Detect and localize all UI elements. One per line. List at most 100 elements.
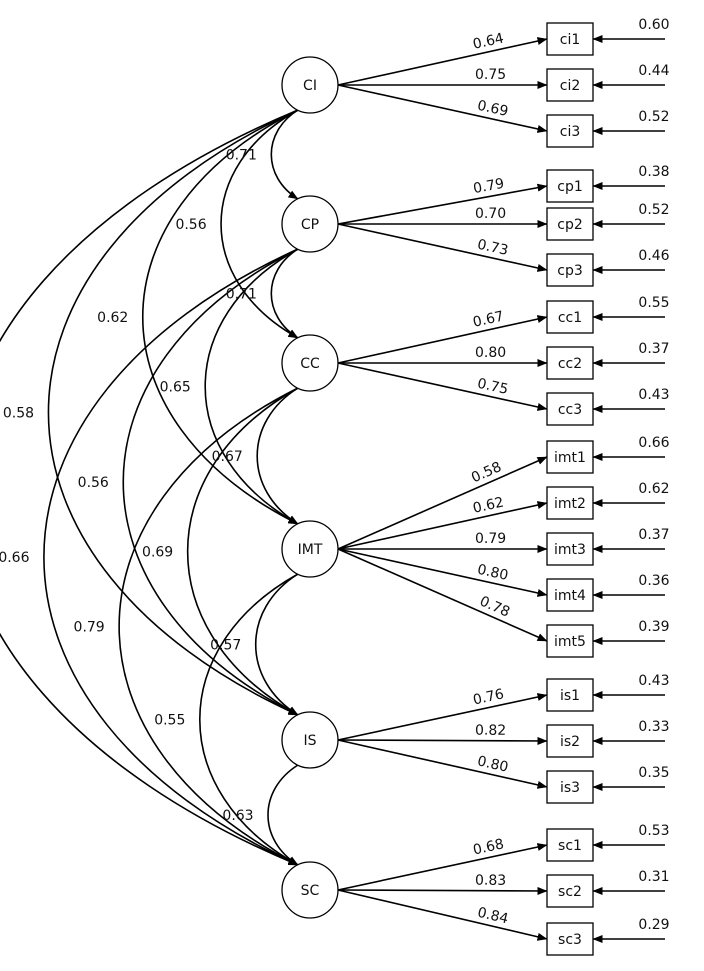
loading-arrow-is2	[337, 736, 548, 745]
loading-value-sc3: 0.84	[476, 905, 510, 928]
indicator-box-cc1	[546, 300, 594, 334]
loading-value-cp1: 0.79	[472, 176, 506, 197]
error-value-imt2: 0.62	[638, 481, 669, 497]
indicator-label-is3: is3	[560, 780, 580, 796]
loading-value-imt3: 0.79	[475, 531, 506, 547]
correlation-value-ci-is: 0.58	[3, 406, 34, 422]
indicator-label-cc3: cc3	[558, 402, 582, 418]
loading-value-cc3: 0.75	[476, 376, 510, 398]
indicator-label-cc1: cc1	[558, 310, 582, 326]
loading-value-imt4: 0.80	[476, 562, 510, 584]
indicator-box-cc2	[546, 346, 594, 380]
indicator-label-imt1: imt1	[554, 450, 586, 466]
loading-arrow-cc1	[337, 315, 548, 364]
loading-value-imt2: 0.62	[471, 494, 505, 516]
latent-node-is	[281, 711, 339, 769]
error-value-cp1: 0.38	[638, 164, 669, 180]
loading-arrow-sc1	[337, 843, 548, 891]
indicator-box-imt3	[546, 532, 594, 566]
latent-label-sc: SC	[301, 883, 320, 899]
indicator-box-cp1	[546, 169, 594, 203]
indicator-box-sc2	[546, 874, 594, 908]
indicator-box-sc1	[546, 828, 594, 862]
loading-arrow-ci3	[337, 84, 548, 133]
indicator-label-is1: is1	[560, 688, 580, 704]
loading-arrow-imt4	[337, 548, 548, 597]
correlation-arc-ci-imt	[141, 102, 309, 525]
loading-value-is3: 0.80	[476, 753, 510, 775]
correlation-value-cp-imt: 0.65	[160, 380, 191, 396]
latent-label-imt: IMT	[298, 542, 323, 558]
correlation-arc-cp-cc	[270, 240, 309, 339]
loading-arrow-is3	[337, 739, 548, 789]
indicator-label-cc2: cc2	[558, 356, 582, 372]
indicator-label-cp2: cp2	[557, 217, 583, 233]
latent-node-ci	[281, 56, 339, 114]
latent-label-is: IS	[303, 733, 316, 749]
indicator-box-cp3	[546, 253, 594, 287]
loading-layer	[337, 35, 665, 943]
error-value-ci2: 0.44	[638, 63, 669, 79]
loading-value-ci3: 0.69	[476, 98, 510, 120]
loading-value-imt1: 0.58	[469, 459, 504, 486]
loading-value-ci1: 0.64	[471, 30, 505, 52]
loading-arrow-sc2	[337, 886, 548, 895]
correlation-value-imt-sc: 0.55	[154, 713, 185, 729]
error-value-cc1: 0.55	[638, 295, 669, 311]
correlation-arc-ci-cc	[220, 101, 309, 339]
indicator-label-sc2: sc2	[558, 884, 582, 900]
indicator-label-imt2: imt2	[554, 496, 586, 512]
error-value-sc1: 0.53	[638, 823, 669, 839]
loading-value-cc2: 0.80	[475, 345, 506, 361]
latent-label-ci: CI	[303, 78, 317, 94]
indicator-box-cc3	[546, 392, 594, 426]
loading-value-cp3: 0.73	[476, 237, 510, 259]
correlation-value-imt-is: 0.57	[210, 638, 241, 654]
label-layer: 0.710.710.670.570.630.560.650.690.550.62…	[0, 17, 670, 948]
loading-value-ci2: 0.75	[475, 67, 506, 83]
loading-arrow-is1	[337, 693, 548, 741]
error-value-imt4: 0.36	[638, 573, 669, 589]
loading-arrow-cc3	[337, 362, 548, 411]
loading-value-is2: 0.82	[475, 723, 506, 739]
error-value-is3: 0.35	[638, 765, 669, 781]
indicator-box-is3	[546, 770, 594, 804]
indicator-label-imt5: imt5	[554, 634, 586, 650]
latent-label-cc: CC	[300, 356, 320, 372]
loading-value-imt5: 0.78	[477, 593, 512, 620]
loading-value-is1: 0.76	[472, 686, 506, 708]
error-value-cp2: 0.52	[638, 202, 669, 218]
loading-value-cc1: 0.67	[471, 308, 505, 330]
indicator-label-sc1: sc1	[558, 838, 582, 854]
error-value-ci1: 0.60	[638, 17, 669, 33]
indicator-label-ci2: ci2	[560, 78, 581, 94]
correlation-arc-imt-is	[255, 565, 309, 716]
indicator-box-imt1	[546, 440, 594, 474]
loading-arrow-cp1	[337, 183, 548, 225]
correlation-value-cp-is: 0.56	[78, 475, 109, 491]
correlation-arc-cp-sc	[43, 241, 309, 866]
error-value-cc3: 0.43	[638, 387, 669, 403]
indicator-label-ci1: ci1	[560, 32, 581, 48]
correlation-value-cc-sc: 0.79	[74, 620, 105, 636]
correlation-arc-cp-is	[122, 241, 309, 716]
correlation-value-cp-cc: 0.71	[226, 287, 257, 303]
correlation-arc-imt-sc	[198, 565, 309, 866]
correlation-arc-ci-is	[47, 102, 309, 716]
error-value-sc3: 0.29	[638, 917, 669, 933]
correlation-arc-ci-cp	[270, 101, 309, 200]
correlation-value-is-sc: 0.63	[222, 808, 253, 824]
latent-node-cp	[281, 195, 339, 253]
loading-arrow-cp3	[337, 223, 548, 272]
error-value-is2: 0.33	[638, 719, 669, 735]
correlation-arc-cp-imt	[204, 240, 309, 525]
loading-value-sc1: 0.68	[472, 836, 506, 858]
error-value-imt5: 0.39	[638, 619, 669, 635]
correlation-arc-is-sc	[267, 756, 309, 866]
loading-arrow-ci1	[337, 37, 548, 86]
indicator-label-ci3: ci3	[560, 124, 581, 140]
indicator-label-sc3: sc3	[558, 932, 582, 948]
correlation-value-ci-imt: 0.62	[97, 310, 128, 326]
indicator-label-imt4: imt4	[554, 588, 586, 604]
